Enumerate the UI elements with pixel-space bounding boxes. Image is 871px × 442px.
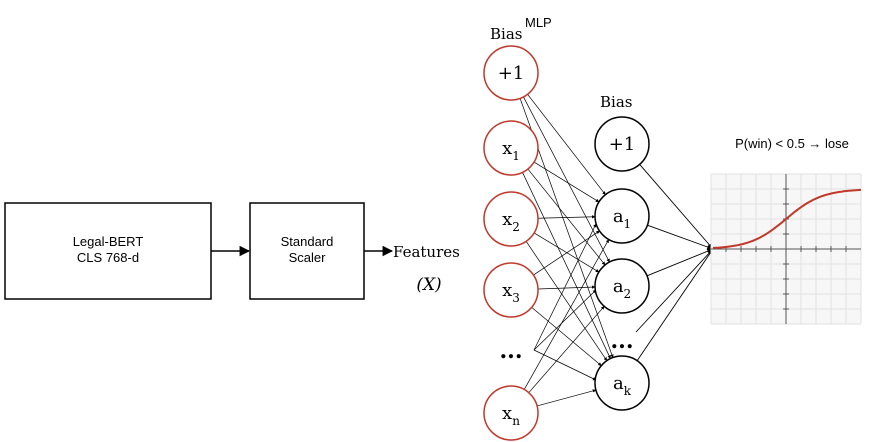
edge-input3-hidden2 xyxy=(537,285,596,290)
input-node-label: xn xyxy=(502,403,520,428)
edge-input2-hidden2 xyxy=(533,232,600,273)
edge-input4-hidden2 xyxy=(528,306,605,393)
input-node-label: x2 xyxy=(502,209,520,234)
input-node-4: xn xyxy=(483,385,539,441)
input-node-0: +1 xyxy=(483,45,539,101)
edge-input4-hidden3 xyxy=(536,389,597,407)
sigmoid-curve xyxy=(712,188,862,249)
input-ellipsis: ... xyxy=(500,338,523,364)
hidden-layer: +1 a1 a2 ak xyxy=(594,116,650,411)
input-layer: +1 x1 x2 x3 xn xyxy=(483,45,539,441)
edge-input0-hidden2 xyxy=(523,96,610,263)
input-node-1: x1 xyxy=(483,120,539,176)
input-node-3: x3 xyxy=(483,262,539,318)
edge-hidden2-output xyxy=(646,248,714,277)
input-node-2: x2 xyxy=(483,191,539,247)
sigmoid-plot xyxy=(710,173,862,325)
edge-input2-hidden3 xyxy=(525,241,608,361)
scaler-label-line1: Standard xyxy=(281,234,334,249)
edge-input1-hidden3 xyxy=(522,172,611,359)
hidden-node-label: a2 xyxy=(613,276,631,301)
edge-ellipsis-2 xyxy=(533,349,597,381)
edge-hidden-ellipsis-output xyxy=(635,248,714,333)
edge-ellipsis-1 xyxy=(533,289,597,351)
edge-input0-hidden1 xyxy=(527,94,606,195)
hidden-node-label: a1 xyxy=(613,206,631,231)
scaler-label-line2: Scaler xyxy=(289,250,327,265)
hidden-node-2: a2 xyxy=(594,258,650,314)
input-node-label: x3 xyxy=(502,280,520,305)
scaler-block: Standard Scaler xyxy=(249,202,365,300)
hidden-node-label: ak xyxy=(613,373,632,398)
encoder-label-line1: Legal-BERT xyxy=(73,234,144,249)
edge-hidden0-output xyxy=(639,164,714,250)
features-label: Features xyxy=(393,243,460,261)
features-symbol: (X) xyxy=(416,275,441,295)
edge-input4-hidden1 xyxy=(523,239,610,390)
edge-input3-hidden1 xyxy=(533,230,600,276)
input-node-label: +1 xyxy=(498,63,525,84)
output-rule-label: P(win) < 0.5 → lose xyxy=(735,136,849,151)
hidden-node-label: +1 xyxy=(609,134,636,155)
edge-hidden3-output xyxy=(636,248,714,361)
hidden-node-3: ak xyxy=(594,355,650,411)
encoder-label-line2: CLS 768-d xyxy=(77,250,139,265)
hidden-node-0: +1 xyxy=(594,116,650,172)
edge-input1-hidden2 xyxy=(527,168,606,266)
edge-input3-hidden3 xyxy=(531,307,602,366)
mlp-title: MLP xyxy=(525,15,552,30)
hidden-bias-label: Bias xyxy=(600,93,632,111)
edge-input2-hidden1 xyxy=(537,215,596,219)
input-node-label: x1 xyxy=(502,138,520,163)
hidden-node-1: a1 xyxy=(594,188,650,244)
hidden-ellipsis: ... xyxy=(611,328,634,354)
input-bias-label: Bias xyxy=(490,25,522,43)
edge-ellipsis-0 xyxy=(533,223,597,351)
edge-hidden1-output xyxy=(647,224,714,251)
edge-input1-hidden1 xyxy=(533,161,600,203)
encoder-block: Legal-BERT CLS 768-d xyxy=(4,202,212,300)
